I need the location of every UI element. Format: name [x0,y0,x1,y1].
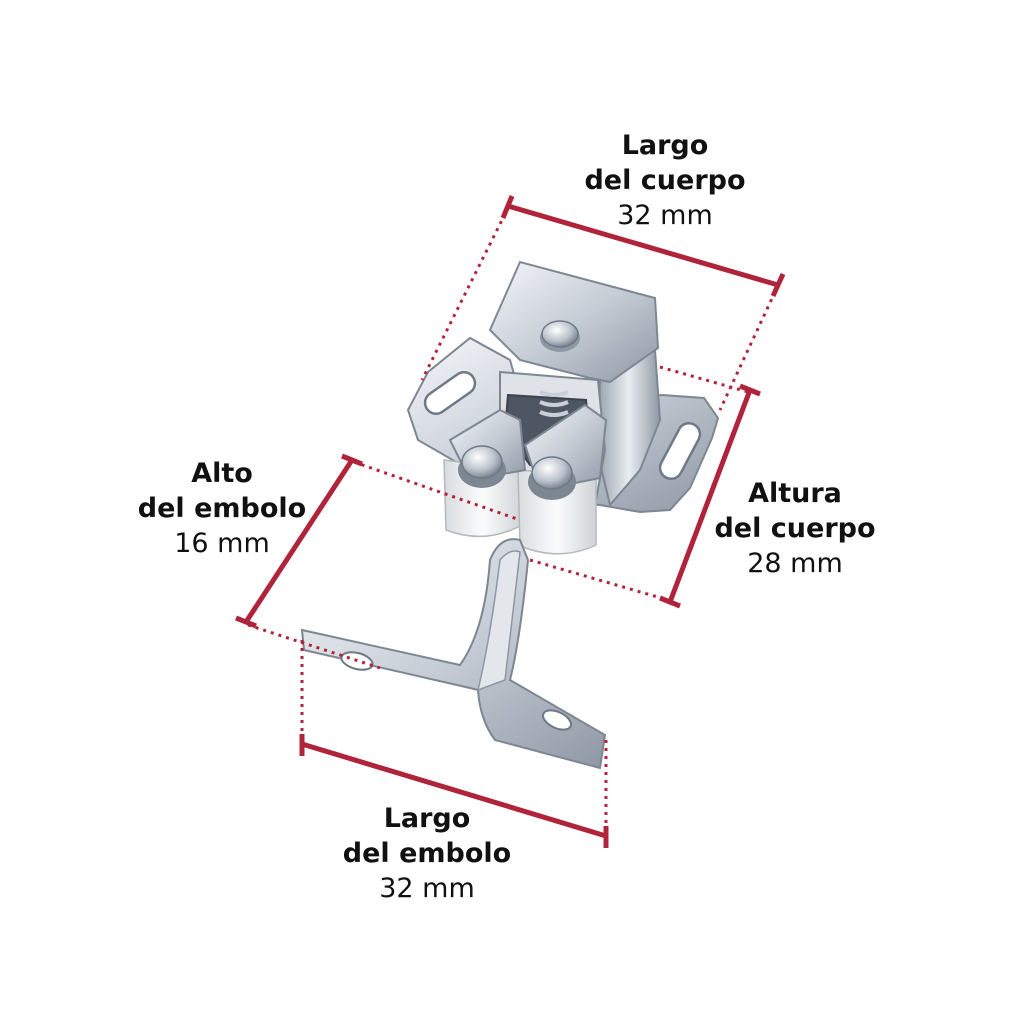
roller-pin-left [461,445,503,479]
body-height-title-2: del cuerpo [714,513,876,544]
label-plunger-length: Largo del embolo 32 mm [322,801,532,906]
strike-plate [300,538,607,770]
catch-body [406,260,720,555]
left-mount-slot [423,370,477,416]
body-length-title-2: del cuerpo [584,165,746,196]
plunger-length-value: 32 mm [379,873,475,904]
dimension-lines [235,195,786,848]
label-body-length: Largo del cuerpo 32 mm [560,128,770,233]
label-plunger-height: Alto del embolo 16 mm [122,456,322,561]
dim-plunger-height-line [243,458,355,624]
plunger-height-title-1: Alto [191,458,253,489]
housing-top [488,260,660,384]
body-length-value: 32 mm [617,200,713,231]
dim-body-length-line [507,203,779,288]
roller-pin-right [531,456,573,490]
body-length-title-1: Largo [621,130,709,161]
dim-body-height-line [667,389,753,603]
plunger-length-title-1: Largo [383,803,471,834]
plunger-height-title-2: del embolo [137,493,307,524]
label-body-height: Altura del cuerpo 28 mm [700,476,890,581]
body-height-value: 28 mm [747,548,843,579]
plunger-height-value: 16 mm [174,528,270,559]
plunger-length-title-2: del embolo [342,838,512,869]
strike-hole-right [541,709,573,731]
spring-coil [539,390,569,417]
dim-plunger-length-line [301,741,607,839]
body-height-title-1: Altura [748,478,842,509]
rivet-top [541,320,579,348]
right-mount-slot [658,421,702,481]
